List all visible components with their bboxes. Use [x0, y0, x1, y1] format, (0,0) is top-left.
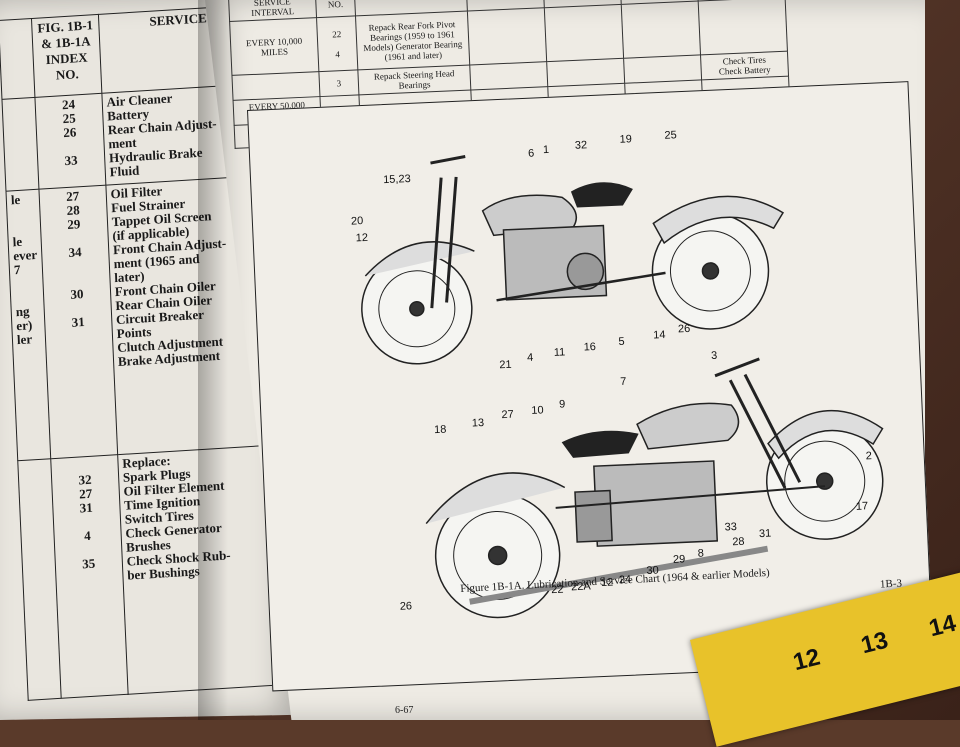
callout-label: 27	[501, 409, 514, 422]
callout-label: 20	[351, 215, 364, 228]
callout-label: 12	[355, 232, 368, 245]
callout-label: 7	[620, 376, 627, 388]
ruler-mark: 12	[790, 643, 823, 677]
callout-label: 31	[759, 528, 772, 541]
callout-label: 1	[543, 144, 550, 156]
upper-motorcycle-illustration	[361, 155, 785, 365]
callout-label: 33	[724, 521, 737, 534]
lower-motorcycle-illustration	[425, 357, 884, 619]
group2-indexes: 27 28 29 34 30 31	[38, 185, 118, 459]
callout-label: 24	[619, 574, 632, 587]
callout-label: 22A	[571, 580, 592, 593]
row1-service: Repack Rear Fork Pivot Bearings (1959 to…	[355, 11, 470, 70]
callout-label: 11	[554, 346, 566, 358]
group3-indexes: 32 27 31 4 35	[50, 454, 128, 699]
no-header: NO.	[315, 0, 356, 18]
callout-label: 8	[698, 547, 705, 559]
callout-label: 19	[619, 133, 632, 146]
ruler-mark: 13	[858, 626, 891, 660]
left-cut-cell	[1, 97, 39, 192]
callout-label: 25	[664, 129, 677, 142]
callout-label: 15,23	[383, 173, 411, 186]
callout-label: 13	[472, 417, 485, 430]
motorcycle-diagram: 15,23 6 1 32 19 25 20 12 21 4 11 16 14 2…	[351, 129, 884, 619]
left-cut-column	[0, 18, 35, 100]
footer-page-code: 6-67	[395, 705, 414, 716]
callout-label: 21	[499, 359, 512, 372]
callout-label: 18	[434, 424, 447, 437]
callout-label: 22	[551, 584, 564, 597]
lower-callouts: 5 7 3 18 13 27 10 9 2 17 33 28 31 26 22 …	[400, 336, 873, 613]
group1-indexes: 24 25 26 33	[34, 93, 106, 190]
upper-callouts: 15,23 6 1 32 19 25 20 12 21 4 11 16 14 2…	[351, 129, 691, 372]
callout-label: 3	[711, 350, 718, 362]
callout-label: 17	[856, 500, 869, 513]
callout-label: 26	[678, 323, 691, 336]
row1-nos: 22 4	[316, 15, 358, 72]
callout-label: 4	[527, 352, 534, 364]
interval-10000: EVERY 10,000 MILES	[229, 17, 319, 76]
ruler-mark: 14	[926, 609, 959, 643]
callout-label: 9	[559, 398, 566, 410]
callout-label: 12	[601, 576, 614, 589]
callout-label: 29	[673, 553, 686, 566]
book-gutter-shadow	[198, 0, 228, 720]
callout-label: 30	[646, 564, 659, 577]
callout-label: 14	[653, 329, 666, 342]
index-header: FIG. 1B-1 & 1B-1A INDEX NO.	[31, 14, 102, 98]
callout-label: 5	[618, 336, 625, 348]
callout-label: 16	[583, 341, 596, 354]
callout-label: 6	[528, 148, 535, 160]
callout-label: 28	[732, 536, 745, 549]
row2-nos: 3	[318, 69, 359, 97]
callout-label: 32	[575, 139, 588, 152]
figure-frame: 15,23 6 1 32 19 25 20 12 21 4 11 16 14 2…	[247, 81, 934, 692]
callout-label: 10	[531, 404, 544, 417]
callout-label: 2	[865, 450, 872, 462]
row2-note: Check Tires Check Battery	[700, 51, 789, 80]
callout-label: 26	[400, 600, 413, 613]
